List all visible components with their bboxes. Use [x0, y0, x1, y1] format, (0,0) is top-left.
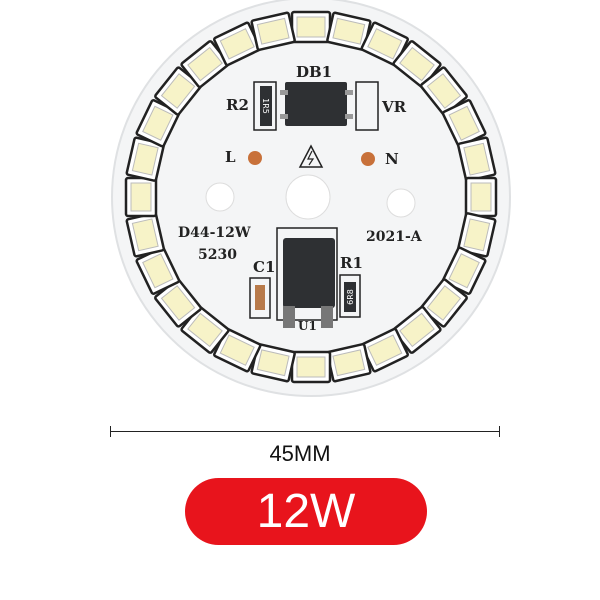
regulator-u1 — [283, 238, 335, 308]
mount-hole-center — [285, 174, 331, 220]
led-chip — [326, 343, 372, 383]
led-chip — [154, 66, 203, 116]
led-chip — [457, 212, 497, 258]
led-chip — [360, 327, 409, 373]
led-ring — [124, 10, 498, 384]
high-voltage-icon — [298, 144, 324, 168]
resistor-r1 — [344, 282, 356, 312]
label-l: L — [225, 148, 236, 166]
led-chip — [250, 343, 296, 383]
label-revision: 2021-A — [366, 229, 423, 245]
dimension-label: 45MM — [269, 441, 331, 466]
resistor-r2 — [260, 86, 272, 126]
label-c1: C1 — [253, 258, 275, 276]
wattage-badge: 12W — [185, 478, 427, 545]
led-chip — [135, 246, 181, 295]
resistor-r2-value: 1R5 — [261, 98, 270, 114]
resistor-r1-value: 6R8 — [346, 289, 355, 305]
led-chip — [290, 350, 332, 384]
led-chip — [213, 327, 262, 373]
pad-l — [248, 151, 262, 165]
label-r2: R2 — [226, 96, 249, 114]
bridge-rectifier-db1 — [285, 82, 347, 126]
led-chip — [290, 10, 332, 44]
label-vr: VR — [381, 98, 407, 116]
pad-n — [361, 152, 375, 166]
led-chip — [125, 212, 165, 258]
led-chip — [360, 21, 409, 67]
led-chip — [441, 99, 487, 148]
led-chip — [250, 11, 296, 51]
label-model: D44-12W — [178, 225, 251, 241]
led-chip — [124, 176, 158, 218]
label-u1: U1 — [298, 319, 317, 333]
led-chip — [441, 246, 487, 295]
led-chip — [180, 40, 230, 89]
dimension-line — [110, 426, 500, 437]
label-r1: R1 — [340, 254, 363, 272]
led-chip — [464, 176, 498, 218]
led-chip — [326, 11, 372, 51]
mount-hole-left — [205, 182, 235, 212]
label-code: 5230 — [198, 247, 237, 263]
led-pcb-board: 1R5 6R8 DB1 R2 VR L N D44-12W 5230 2021-… — [111, 0, 511, 397]
label-n: N — [385, 150, 399, 168]
capacitor-c1 — [255, 285, 265, 310]
mount-hole-right — [386, 188, 416, 218]
led-chip — [213, 21, 262, 67]
led-chip — [457, 136, 497, 182]
label-db1: DB1 — [296, 63, 332, 81]
led-chip — [135, 99, 181, 148]
